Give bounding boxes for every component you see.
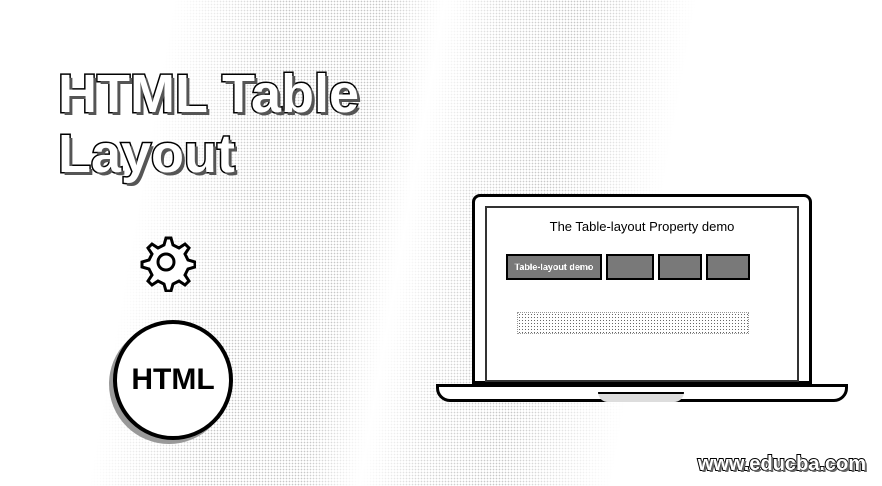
demo-strip: [517, 312, 749, 334]
demo-table-cell: [606, 254, 654, 280]
demo-table-cell: [706, 254, 750, 280]
screen-title: The Table-layout Property demo: [549, 219, 735, 234]
html-badge: HTML: [113, 320, 233, 440]
demo-table-row: Table-layout demo: [506, 254, 778, 280]
watermark: www.educba.com: [697, 452, 867, 476]
demo-table-cell: [658, 254, 702, 280]
gear-icon: [140, 236, 196, 292]
page-title: HTML Table Layout: [56, 63, 360, 186]
html-badge-label: HTML: [131, 363, 215, 396]
laptop-screen: The Table-layout Property demo Table-lay…: [485, 206, 799, 382]
demo-table-cell: Table-layout demo: [506, 254, 602, 280]
laptop-notch: [598, 392, 684, 402]
